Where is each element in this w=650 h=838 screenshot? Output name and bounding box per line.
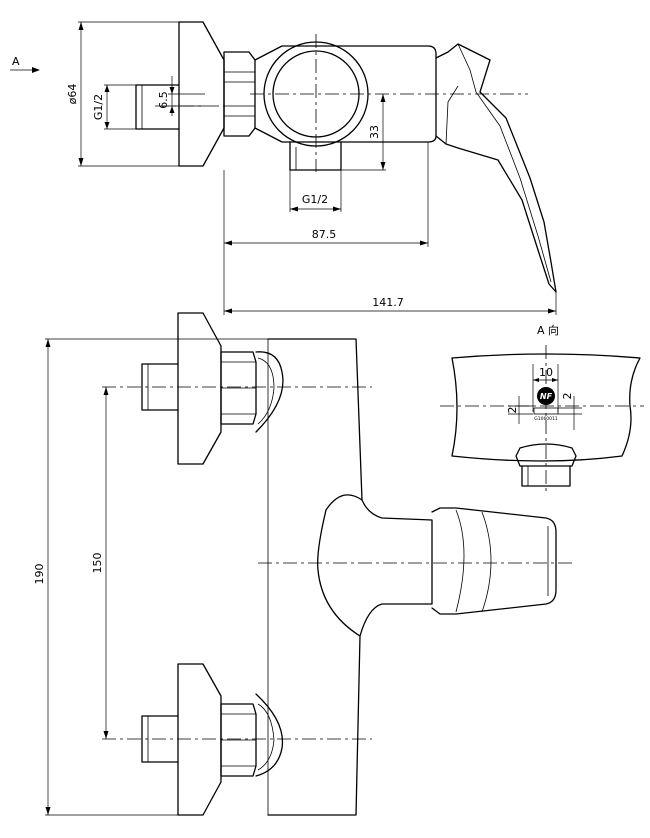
outlet-height-arrow-bottom bbox=[380, 162, 386, 170]
mixer-body-neck bbox=[359, 499, 433, 637]
outlet-height-arrow-top bbox=[380, 94, 386, 102]
nf-mark-text: NF bbox=[540, 392, 553, 401]
lower-hex-nut-facets bbox=[221, 713, 256, 767]
detail-left-label: 2 bbox=[506, 407, 519, 414]
flange-dim-arrow-bottom bbox=[78, 158, 84, 166]
upper-union-inner bbox=[257, 357, 275, 425]
lever-handle-front-face bbox=[481, 511, 492, 613]
offset-arrow-bottom bbox=[169, 106, 175, 113]
total-height-arrow-top bbox=[45, 339, 51, 347]
inlet-thread-arrow-top bbox=[104, 85, 110, 92]
lower-union-inner bbox=[257, 703, 275, 771]
detail-outlet-nipple bbox=[521, 465, 571, 487]
detail-width-arrow-right bbox=[552, 378, 558, 382]
total-depth-arrow-left bbox=[224, 308, 232, 314]
handle-reach-label: 87.5 bbox=[312, 228, 337, 241]
inlet-thread-arrow-bottom bbox=[104, 122, 110, 129]
inlet-spacing-arrow-top bbox=[103, 387, 109, 395]
lower-wall-flange bbox=[177, 663, 222, 816]
total-depth-arrow-right bbox=[548, 308, 556, 314]
detail-view-a: A 向 10 NF G1060011 2 2 bbox=[440, 323, 644, 492]
nf-code-text: G1060011 bbox=[534, 416, 558, 422]
offset-label: 6.5 bbox=[157, 91, 170, 109]
upper-hex-nut-facets bbox=[221, 361, 256, 415]
total-height-arrow-bottom bbox=[45, 807, 51, 815]
lever-handle-top bbox=[435, 43, 557, 293]
view-a-arrowhead bbox=[32, 67, 40, 73]
lower-union-curve bbox=[255, 693, 284, 777]
nf-code-box bbox=[533, 407, 559, 415]
detail-body bbox=[451, 353, 641, 462]
detail-view-label: A 向 bbox=[537, 323, 559, 337]
detail-width-arrow-left bbox=[533, 378, 539, 382]
view-a-label: A bbox=[12, 55, 20, 68]
lever-cap-edge bbox=[445, 85, 459, 145]
inlet-spacing-arrow-bottom bbox=[103, 731, 109, 739]
flange-dim-arrow-top bbox=[78, 22, 84, 30]
outlet-thread-arrow-left bbox=[290, 206, 298, 212]
outlet-height-label: 33 bbox=[368, 125, 381, 139]
total-height-label: 190 bbox=[33, 564, 46, 585]
lever-handle-front-edge bbox=[455, 509, 465, 613]
top-view: A ø64 bbox=[10, 21, 557, 315]
detail-right-label: 2 bbox=[561, 393, 574, 400]
outlet-thread-label: G1/2 bbox=[302, 193, 328, 206]
inlet-spacing-label: 150 bbox=[91, 553, 104, 574]
outlet-nipple bbox=[289, 141, 342, 171]
total-depth-label: 141.7 bbox=[372, 296, 404, 309]
inlet-thread-label: G1/2 bbox=[92, 94, 105, 120]
upper-wall-flange bbox=[177, 312, 222, 465]
lever-handle-edge bbox=[457, 43, 552, 283]
lever-handle-front bbox=[431, 507, 557, 615]
detail-outlet-nut bbox=[515, 443, 577, 467]
flange-diameter-label: ø64 bbox=[66, 84, 79, 105]
hex-nut-facets bbox=[224, 71, 255, 117]
offset-arrow-top bbox=[169, 87, 175, 94]
upper-union-curve bbox=[255, 351, 284, 433]
handle-reach-arrow-right bbox=[420, 240, 428, 246]
detail-width-label: 10 bbox=[539, 366, 553, 379]
mixer-body bbox=[267, 338, 363, 816]
nf-certification-mark bbox=[537, 387, 555, 405]
handle-reach-arrow-left bbox=[224, 240, 232, 246]
outlet-thread-arrow-right bbox=[333, 206, 341, 212]
body-top-outline bbox=[254, 45, 437, 143]
front-view: 190 150 bbox=[33, 312, 574, 816]
